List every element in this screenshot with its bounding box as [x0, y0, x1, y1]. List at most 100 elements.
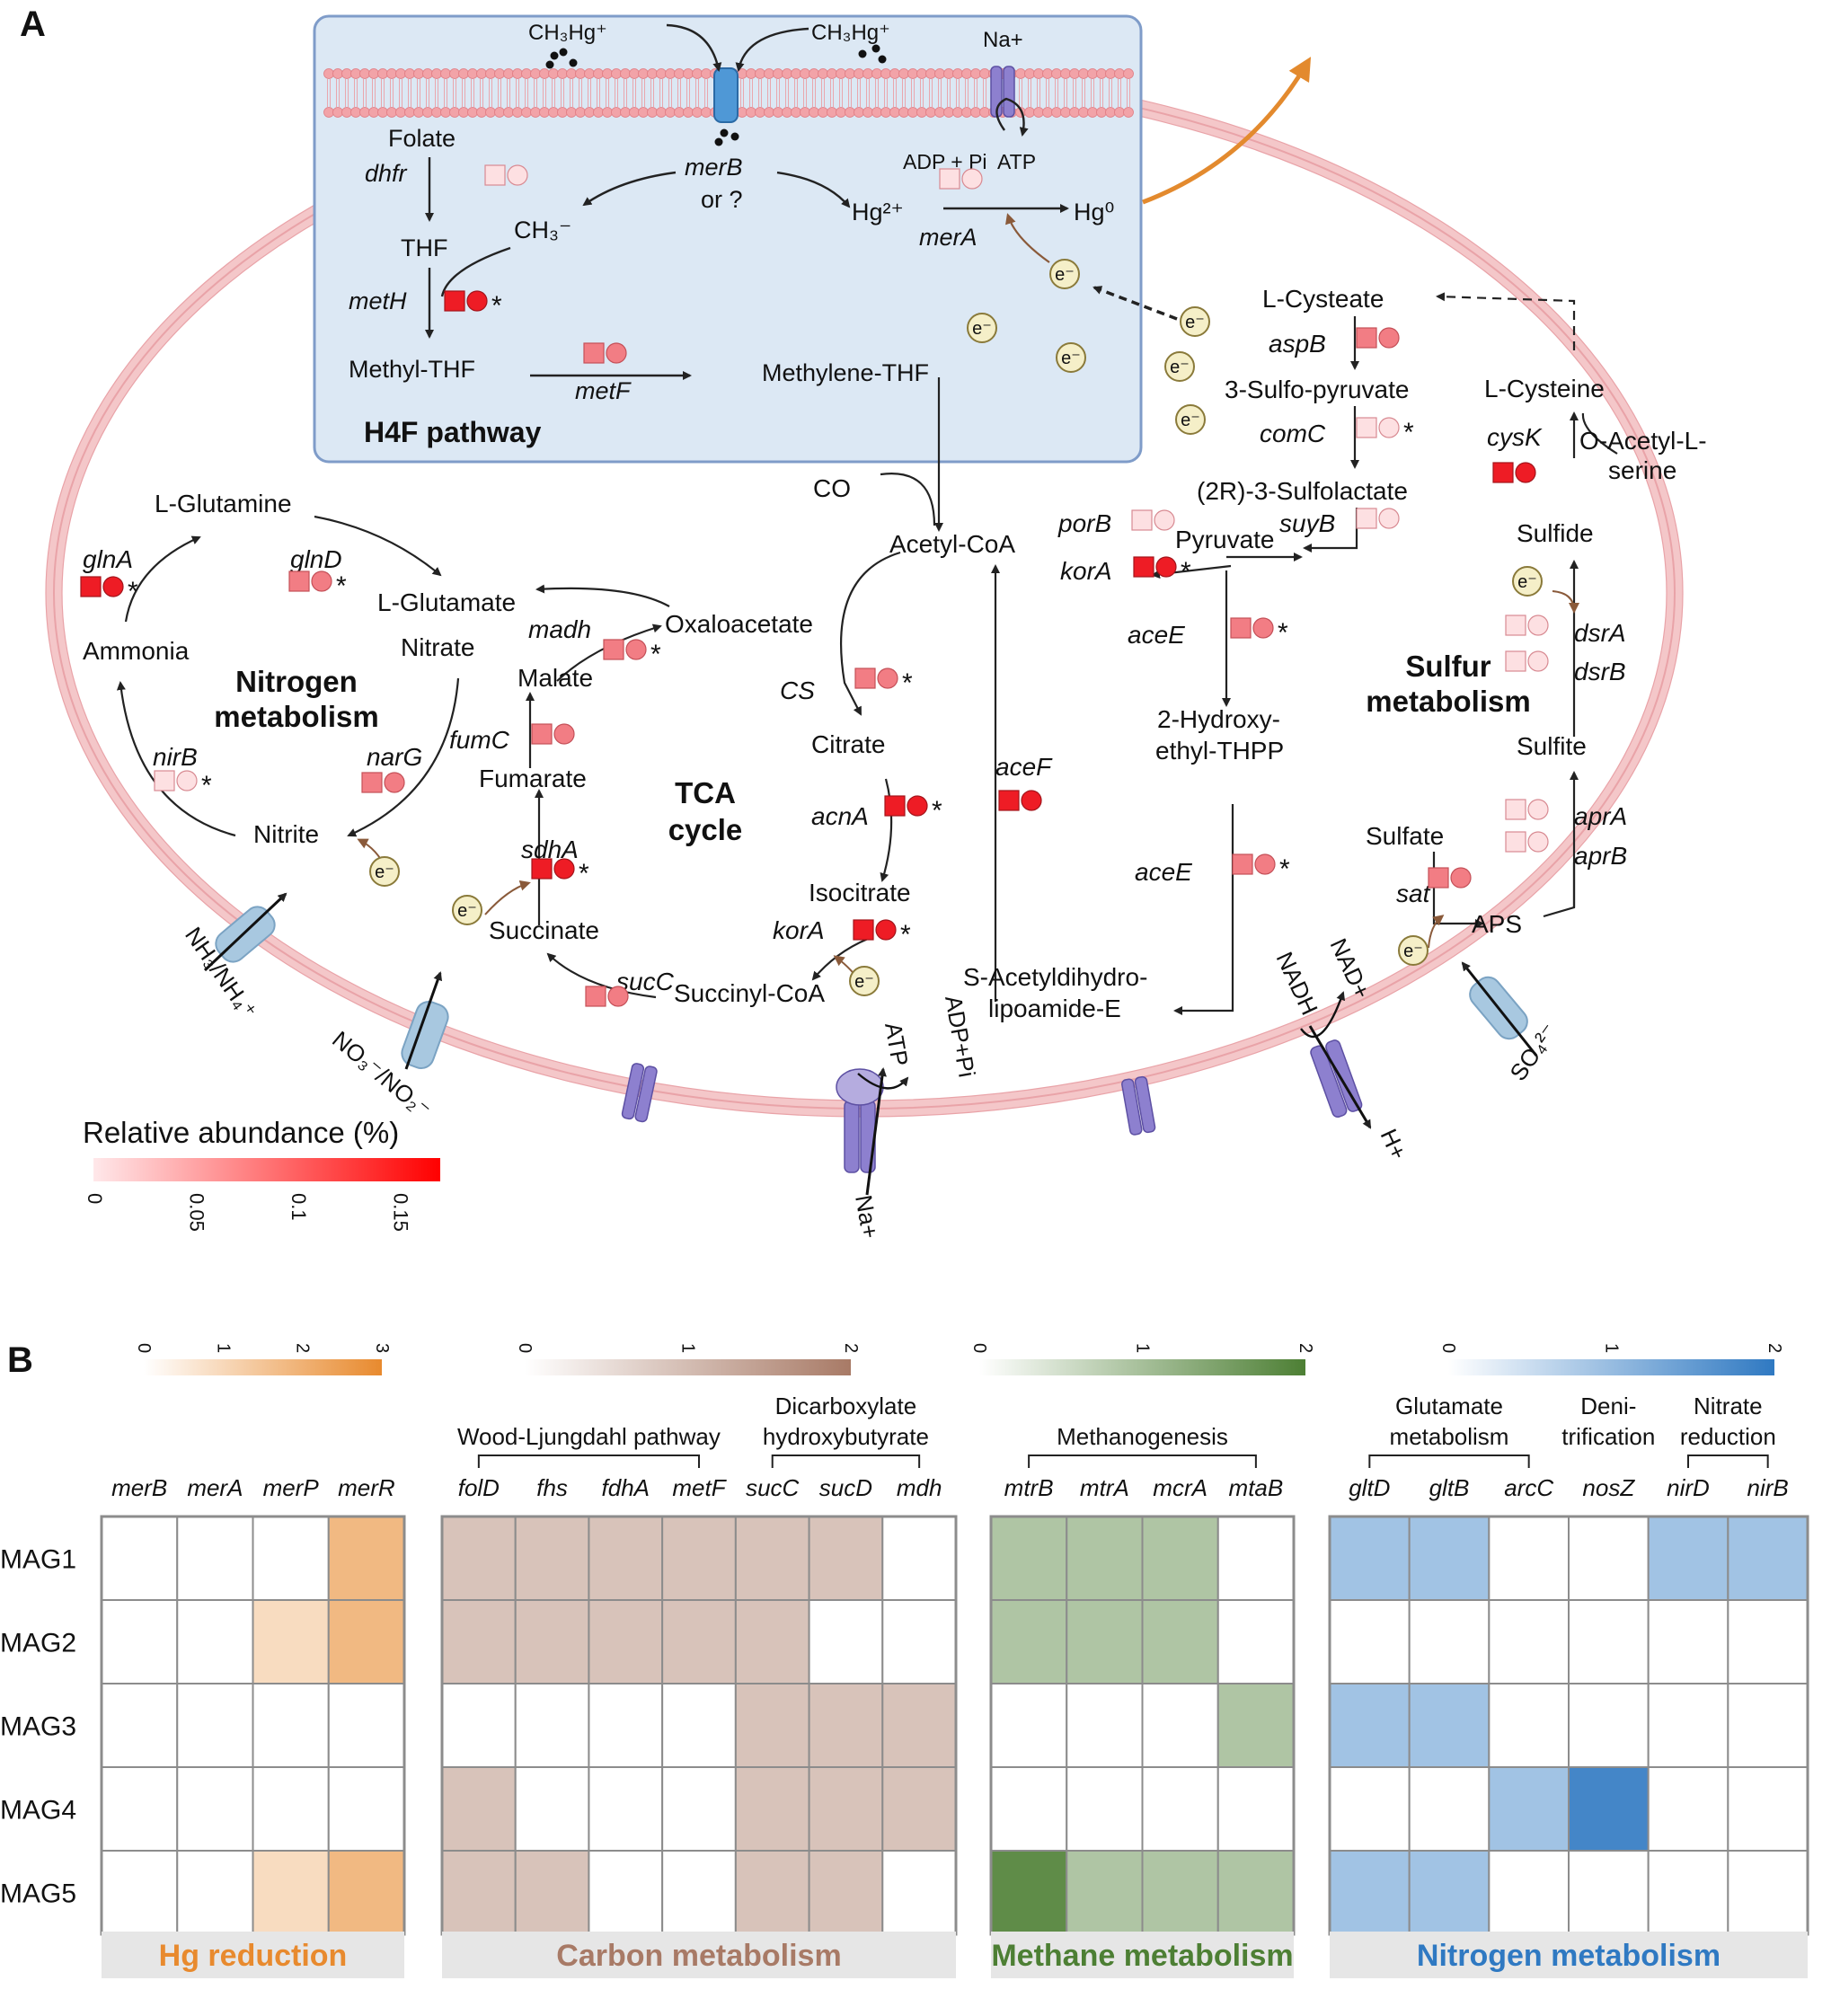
gene-abundance-circle	[1021, 790, 1042, 811]
heatmap-cell	[1329, 1766, 1411, 1852]
gene-abundance-square	[1356, 417, 1377, 438]
citrate-label: Citrate	[811, 730, 885, 758]
heatmap-cell	[1488, 1516, 1570, 1601]
heatmap-cell	[990, 1599, 1068, 1684]
subgroup-label: hydroxybutyrate	[763, 1423, 929, 1450]
electron	[1056, 342, 1086, 373]
heatmap-cell	[588, 1599, 664, 1684]
significance-asterisk: *	[1403, 418, 1414, 447]
cysk-gene: cysK	[1487, 423, 1543, 451]
heatmap-cell	[1408, 1683, 1491, 1768]
nitrite-label: Nitrite	[253, 820, 319, 848]
nh3-transporter	[203, 892, 288, 972]
merb-gene: merB	[685, 154, 743, 181]
heatmap-column-label: mtaB	[1229, 1474, 1284, 1501]
heatmap-cell	[176, 1516, 254, 1601]
panel-label-b: B	[7, 1340, 33, 1380]
heatmap-cell	[1727, 1599, 1809, 1684]
electron	[1049, 259, 1080, 289]
heatmap-cell	[1568, 1599, 1650, 1684]
heatmap-cell	[1216, 1599, 1295, 1684]
category-label-bg	[442, 1932, 956, 1978]
nadh-label: NADH	[1271, 948, 1323, 1019]
electron-label: e⁻	[1061, 349, 1081, 368]
gene-labels: glnA glnD madh nirB narG fumC sdhA sucC …	[83, 330, 1627, 995]
gene-abundance-square	[1492, 462, 1514, 483]
subgroup-bracket	[1368, 1455, 1530, 1468]
heatmap-column-label: metF	[672, 1474, 727, 1501]
electron	[1164, 351, 1195, 382]
heatmap-cell	[1141, 1850, 1219, 1935]
subgroup-label: Wood-Ljungdahl pathway	[457, 1423, 721, 1450]
gene-abundance-circle	[1154, 509, 1175, 531]
fumarate-label: Fumarate	[479, 765, 587, 792]
colorbar-tick-label: 0	[969, 1343, 989, 1353]
heatmap-cell	[1216, 1516, 1295, 1601]
heatmap-cell	[327, 1850, 405, 1935]
nitrogen-module-label-1: Nitrogen	[235, 665, 358, 698]
gene-abundance-circle	[507, 164, 528, 186]
heatmap-cell	[734, 1683, 810, 1768]
gene-abundance-square	[1356, 508, 1377, 529]
electron-label: e⁻	[1517, 572, 1537, 592]
s-acetyl-label-1: S-Acetyldihydro-	[963, 963, 1147, 991]
acetyl-coa-label: Acetyl-CoA	[889, 530, 1015, 558]
electron-label: e⁻	[1170, 358, 1190, 377]
isocitrate-label: Isocitrate	[809, 879, 911, 906]
h4f-title: H4F pathway	[364, 416, 542, 448]
heatmap-cell	[1141, 1599, 1219, 1684]
colorbar-tick-label: 1	[678, 1343, 698, 1353]
pathway-arrows	[116, 292, 1618, 1015]
heatmap-cell	[514, 1599, 590, 1684]
heatmap-cell	[1647, 1850, 1729, 1935]
category-label-bg	[102, 1932, 404, 1978]
ammonia-label: Ammonia	[83, 637, 190, 665]
suyb-gene: suyB	[1279, 509, 1335, 537]
heatmap-cell	[327, 1599, 405, 1684]
heatmap-cell	[588, 1766, 664, 1852]
narg-gene: narG	[367, 743, 422, 771]
heatmap-cell	[176, 1599, 254, 1684]
madh-gene: madh	[528, 615, 591, 643]
sulfite-label: Sulfite	[1517, 732, 1587, 760]
kora-gene-tca: korA	[773, 916, 825, 944]
nirb-gene-a: nirB	[153, 743, 198, 771]
sulfate-label: Sulfate	[1366, 822, 1444, 850]
heatmap-cell	[1727, 1683, 1809, 1768]
aps-label: APS	[1472, 910, 1522, 938]
significance-asterisk: *	[1278, 618, 1288, 648]
metf-gene: metF	[575, 377, 632, 404]
glna-gene: glnA	[83, 545, 133, 573]
heatmap-cell	[1488, 1599, 1570, 1684]
heatmap-cell	[881, 1516, 957, 1601]
nitrate-label: Nitrate	[401, 633, 474, 661]
heatmap-column-label: fhs	[536, 1474, 568, 1501]
heatmap-cell	[1568, 1850, 1650, 1935]
dsra-gene: dsrA	[1574, 619, 1626, 647]
heatmap-cell	[101, 1766, 179, 1852]
ch3hg-left-label: CH₃Hg⁺	[528, 21, 607, 45]
heatmap-cell	[1066, 1516, 1144, 1601]
electron-label: e⁻	[1185, 313, 1205, 332]
gene-abundance-square	[531, 723, 553, 745]
heatmap-cell	[1216, 1683, 1295, 1768]
gene-abundance-circle	[961, 168, 983, 190]
module-labels: Nitrogen metabolism TCA cycle Sulfur met…	[214, 650, 1530, 846]
gene-abundance-square	[1505, 799, 1526, 820]
hg2-label: Hg²⁺	[852, 199, 904, 225]
heatmap-cell	[327, 1683, 405, 1768]
electron	[1512, 566, 1543, 597]
thf-label: THF	[401, 234, 447, 261]
heatmap-column-label: gltD	[1349, 1474, 1390, 1501]
category-label: Carbon metabolism	[556, 1939, 841, 1973]
subgroup-label: trification	[1561, 1423, 1655, 1450]
heatmap-colorbar	[525, 1359, 851, 1375]
gene-abundance-square	[1505, 831, 1526, 853]
heatmap-row-label: MAG2	[0, 1629, 76, 1658]
acef-gene: aceF	[995, 753, 1053, 781]
heatmap-cell	[252, 1516, 330, 1601]
